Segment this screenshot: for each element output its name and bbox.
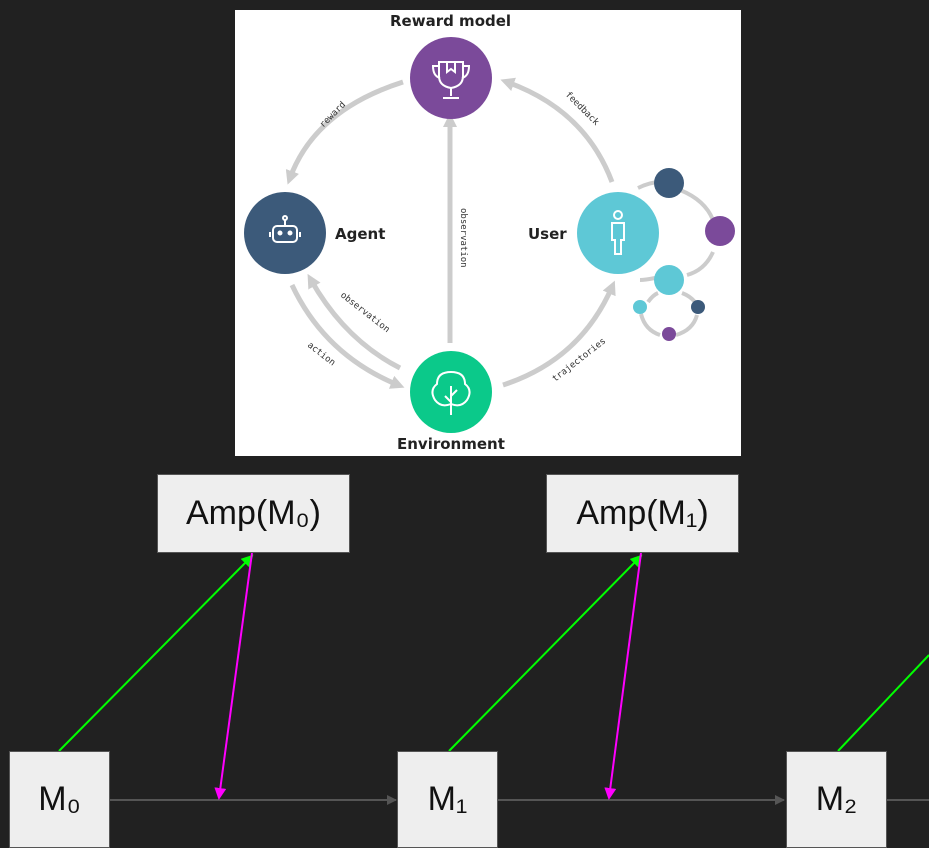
reward-model-node bbox=[410, 37, 492, 119]
down-arrow-amp1 bbox=[604, 552, 642, 800]
trajectories-arrow bbox=[502, 280, 616, 388]
feedback-edge-label: feedback bbox=[563, 90, 601, 128]
user-cluster-node-middle bbox=[654, 265, 684, 295]
amp-box-0: Amp(M₀) bbox=[157, 474, 350, 553]
agent-node bbox=[244, 192, 326, 274]
model-box-1: M₁ bbox=[397, 751, 498, 848]
environment-label: Environment bbox=[397, 435, 505, 453]
rlhf-diagram-panel: reward feedback observation observation … bbox=[235, 10, 741, 456]
action-arrow bbox=[289, 283, 405, 389]
model-box-0: M₀ bbox=[9, 751, 110, 848]
reward-edge-label: reward bbox=[318, 100, 348, 130]
user-cluster bbox=[637, 180, 715, 337]
amp-box-1: Amp(M₁) bbox=[546, 474, 739, 553]
down-arrow-amp0 bbox=[214, 552, 253, 800]
user-cluster-node-small-bottom bbox=[662, 327, 676, 341]
rlhf-diagram-svg: reward feedback observation observation … bbox=[244, 37, 735, 433]
up-arrow-m0-amp0 bbox=[58, 554, 254, 752]
person-icon bbox=[611, 210, 625, 255]
up-arrow-m1-amp1 bbox=[448, 554, 643, 752]
reward-arrow bbox=[285, 79, 404, 185]
user-cluster-node-top bbox=[654, 168, 684, 198]
model-box-2: M₂ bbox=[786, 751, 887, 848]
robot-icon bbox=[269, 215, 301, 243]
user-cluster-node-small-right bbox=[691, 300, 705, 314]
user-label: User bbox=[528, 225, 567, 243]
user-node bbox=[577, 192, 659, 274]
feedback-arrow bbox=[500, 77, 615, 183]
trajectories-edge-label: trajectories bbox=[551, 336, 608, 384]
trophy-icon bbox=[431, 61, 471, 99]
agent-label: Agent bbox=[335, 225, 386, 243]
tree-icon bbox=[431, 370, 471, 415]
user-cluster-node-right bbox=[705, 216, 735, 246]
user-cluster-node-small-left bbox=[633, 300, 647, 314]
up-arrow-m2-offscreen bbox=[837, 654, 929, 752]
observation-back-arrow bbox=[307, 273, 402, 371]
observation-up-edge-label: observation bbox=[458, 208, 468, 268]
reward-model-label: Reward model bbox=[390, 12, 512, 30]
